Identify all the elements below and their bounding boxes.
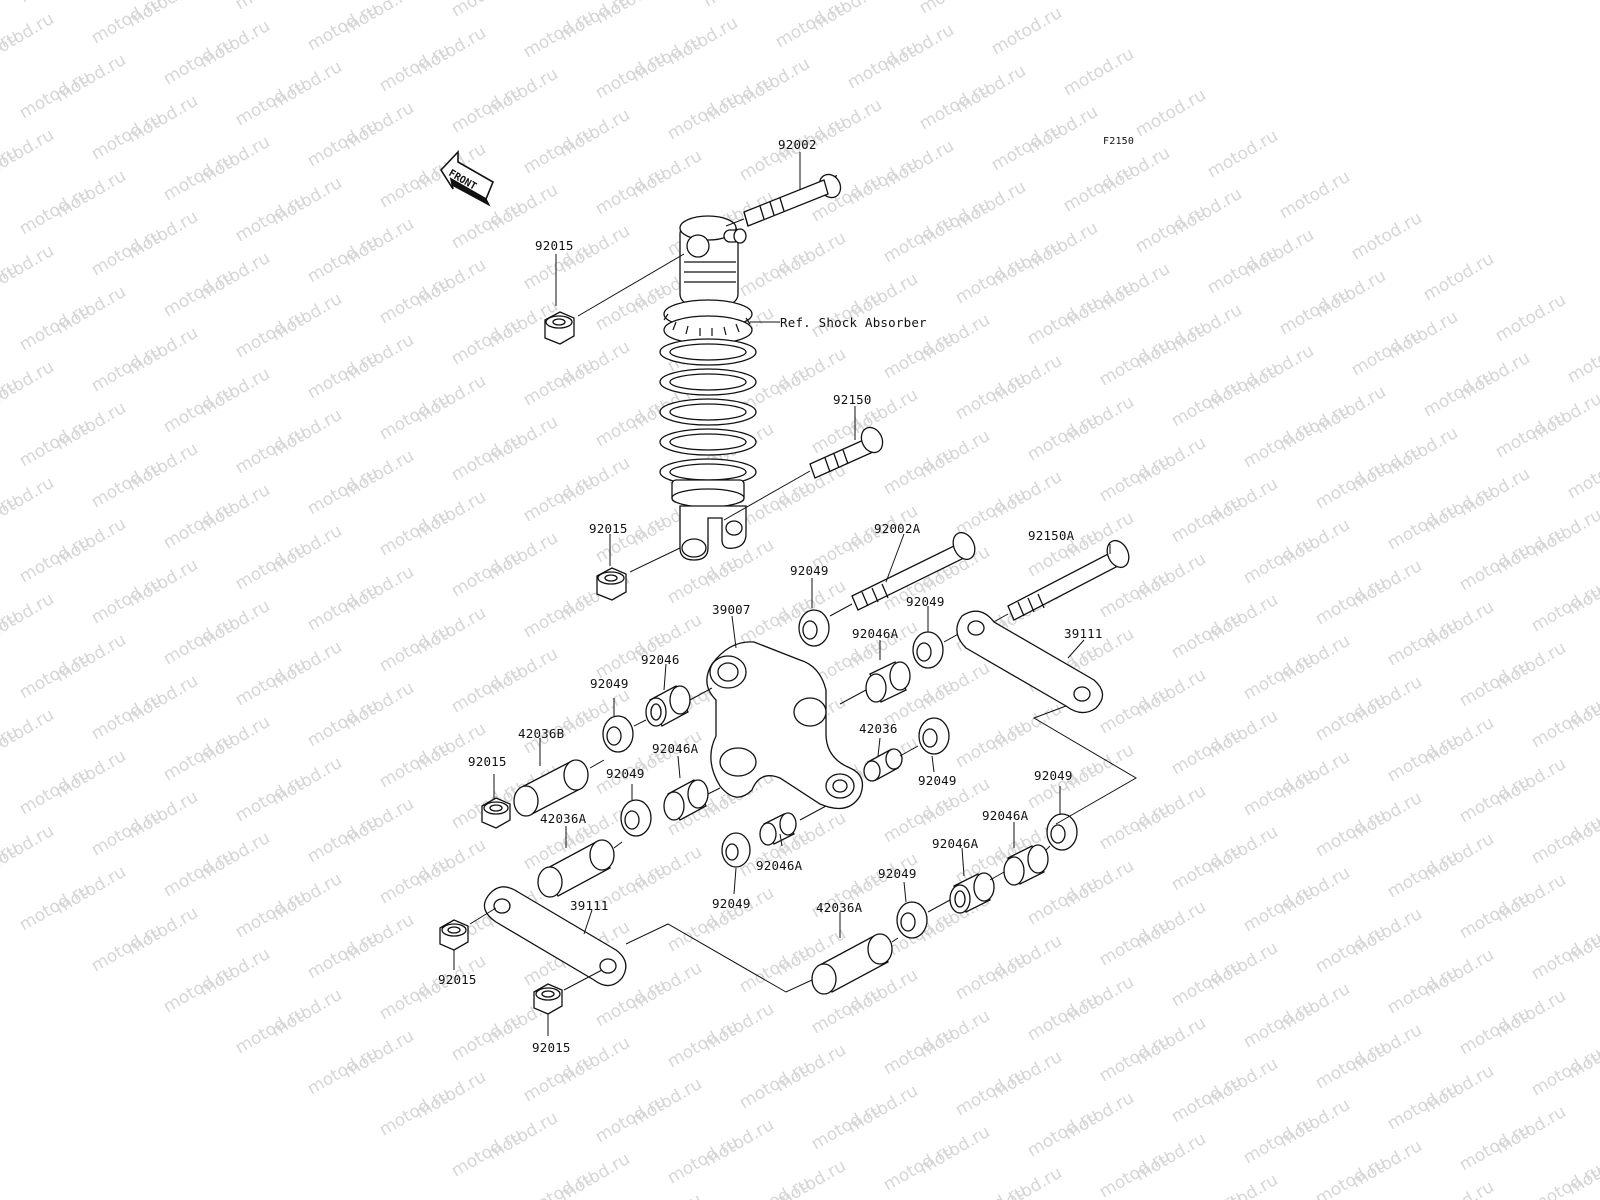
part-label: 92002 xyxy=(778,137,817,152)
part-label: 92015 xyxy=(532,1040,571,1055)
figure-code: F2150 xyxy=(1103,136,1135,147)
nut-92015-bottom-b xyxy=(533,983,563,1015)
part-label: 92046 xyxy=(641,652,680,667)
bolt-92150A xyxy=(1007,539,1130,621)
collar-42036A-left xyxy=(537,839,615,898)
washer-92049-c xyxy=(602,715,634,753)
bolt-92002A xyxy=(851,531,976,611)
part-label: 92049 xyxy=(590,676,629,691)
part-label: 92049 xyxy=(906,594,945,609)
bearing-92046A-a xyxy=(865,661,911,703)
part-label: 92150A xyxy=(1028,528,1075,543)
bolt-92150 xyxy=(809,426,884,479)
washer-92049-e xyxy=(620,799,652,837)
part-label: 92046A xyxy=(652,741,699,756)
collar-42036A-bottom xyxy=(811,933,893,995)
part-label: 92046A xyxy=(932,836,979,851)
part-label: 92015 xyxy=(468,754,507,769)
part-label: 39007 xyxy=(712,602,751,617)
part-label: 92049 xyxy=(606,766,645,781)
shock-absorber xyxy=(659,215,757,561)
nut-92015-bottom-a xyxy=(439,919,469,951)
washer-92049-g xyxy=(1046,813,1078,851)
link-plate-39111-right xyxy=(956,610,1104,714)
bearing-92046 xyxy=(645,685,691,727)
part-label: 42036A xyxy=(540,811,587,826)
part-label: 92015 xyxy=(438,972,477,987)
front-arrow-icon xyxy=(439,149,495,207)
bearing-92046A-b xyxy=(663,779,709,821)
nut-92015-left xyxy=(481,797,511,829)
part-label: 92046A xyxy=(756,858,803,873)
rocker-arm-39007 xyxy=(706,641,864,810)
part-label: 92002A xyxy=(874,521,921,536)
part-label: 39111 xyxy=(1064,626,1103,641)
nut-92015-mid xyxy=(596,567,627,601)
bearing-92046A-d xyxy=(1003,844,1049,886)
bearing-92046A-c xyxy=(759,812,797,846)
link-plate-39111-left xyxy=(483,886,627,987)
part-label: 92049 xyxy=(790,563,829,578)
bearing-92046A-e xyxy=(949,872,995,914)
part-label: 92015 xyxy=(589,521,628,536)
bolt-92002 xyxy=(743,173,842,227)
part-label: 92049 xyxy=(712,896,751,911)
part-label: 92150 xyxy=(833,392,872,407)
washer-92049-a xyxy=(798,609,830,647)
nut-92015-top xyxy=(544,311,575,345)
part-label: 39111 xyxy=(570,898,609,913)
washer-92049-b xyxy=(912,631,944,669)
leader-lines xyxy=(453,152,1111,1036)
part-label: 92046A xyxy=(982,808,1029,823)
reference-note: Ref. Shock Absorber xyxy=(780,315,927,330)
washer-92049-d xyxy=(918,717,950,755)
part-label: 92049 xyxy=(1034,768,1073,783)
part-label: 92049 xyxy=(918,773,957,788)
washer-92049-h xyxy=(896,901,928,939)
washer-92049-f xyxy=(721,832,751,868)
part-label: 42036B xyxy=(518,726,565,741)
collar-42036 xyxy=(863,748,903,782)
part-label: 42036 xyxy=(859,721,898,736)
part-label: 92046A xyxy=(852,626,899,641)
part-label: 92015 xyxy=(535,238,574,253)
collar-42036B xyxy=(513,759,589,817)
part-label: 92049 xyxy=(878,866,917,881)
part-label: 42036A xyxy=(816,900,863,915)
